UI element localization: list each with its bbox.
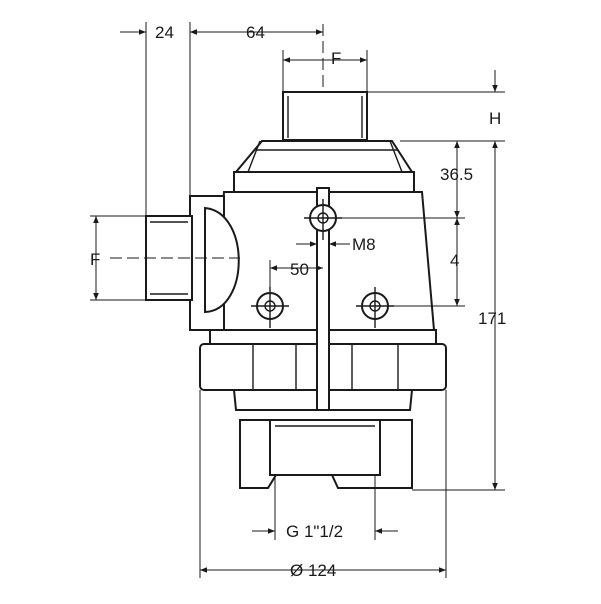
dim-outlet-thread: G 1"1/2: [252, 475, 398, 541]
dim-thread-side: F: [90, 215, 146, 301]
dim-stud-thread: M8: [296, 235, 376, 254]
dim-stud-spacing-v: 4: [388, 218, 465, 307]
dim-overall-height: 171: [412, 141, 506, 491]
dim-port-depth-label: 24: [155, 23, 174, 42]
center-lines: [110, 24, 324, 259]
dim-inlet-height-label: 36.5: [440, 165, 473, 184]
dim-height-offset: H: [367, 70, 505, 142]
dim-height-offset-label: H: [489, 109, 501, 128]
mounting-stud-left: [251, 287, 289, 328]
top-port: [282, 91, 368, 141]
dim-stud-thread-label: M8: [352, 235, 376, 254]
dim-body-offset: 64: [190, 23, 323, 42]
dim-diameter: Ø 124: [199, 390, 447, 580]
filter-body: [145, 91, 447, 489]
dim-body-offset-label: 64: [246, 23, 265, 42]
dim-stud-spacing-v-label: 4: [450, 251, 459, 270]
dim-overall-height-label: 171: [478, 309, 506, 328]
dim-stud-spacing-h: 50: [269, 260, 323, 290]
dim-thread-top-label: F: [331, 49, 341, 68]
dim-thread-side-label: F: [90, 250, 100, 269]
center-stem: [316, 187, 330, 411]
dim-port-depth: 24: [120, 22, 216, 216]
dim-inlet-height: 36.5: [336, 141, 473, 219]
dim-outlet-thread-label: G 1"1/2: [286, 522, 343, 541]
dim-stud-spacing-h-label: 50: [290, 260, 309, 279]
dim-diameter-label: Ø 124: [290, 561, 336, 580]
head-collar: [233, 140, 414, 173]
dim-thread-top: F: [282, 49, 368, 92]
